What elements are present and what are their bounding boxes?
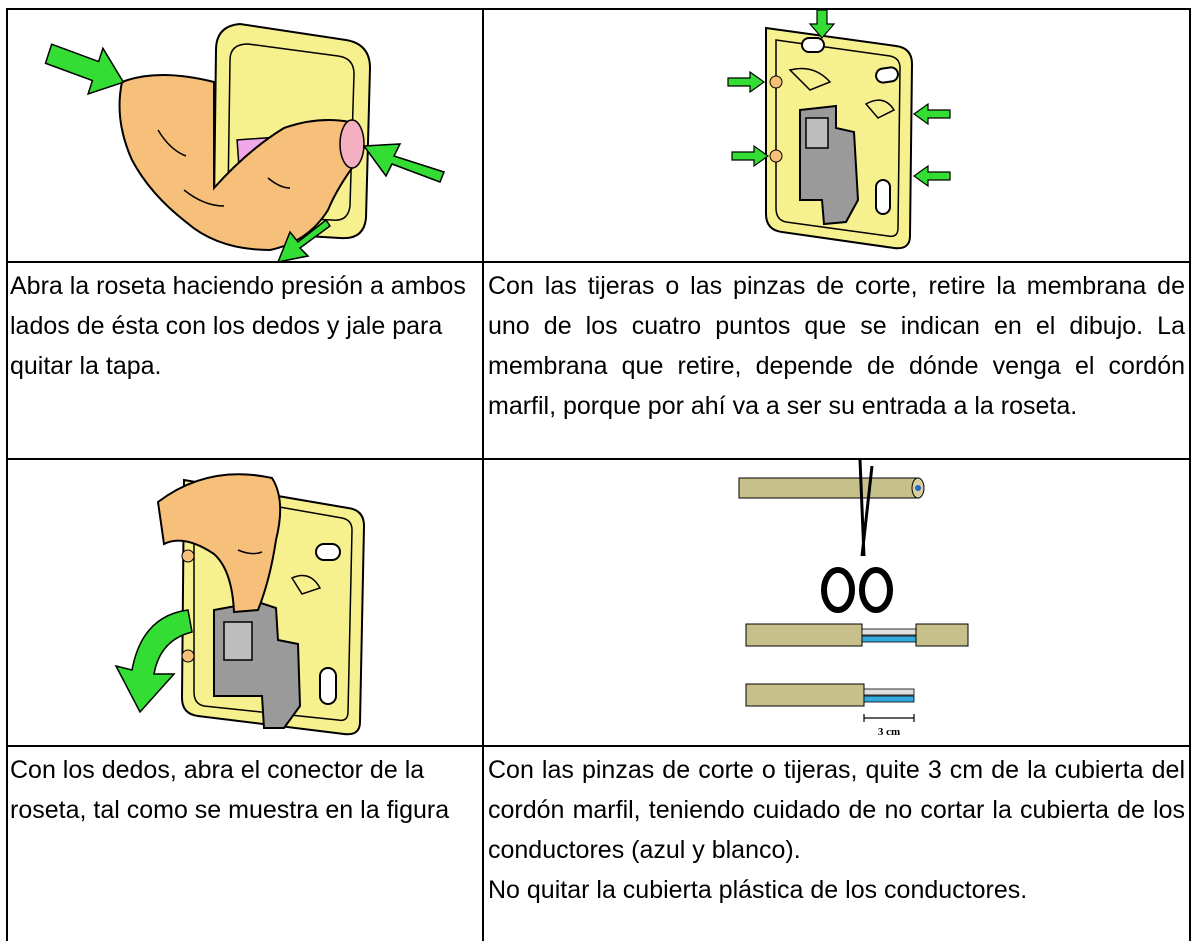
step-1-text: Abra la roseta haciendo presión a ambos … [10,272,466,380]
arrow-left-in [44,43,125,96]
table-row-divider [6,458,1191,460]
illustration-open-cover [8,10,482,264]
illustration-cable-stripping: 3 cm [484,459,1189,745]
step-4-text-block: Con las pinzas de corte o tijeras, quite… [488,746,1185,910]
cable-stripping-image [738,459,969,722]
step-4-note: No quitar la cubierta plástica de los co… [488,876,1028,904]
roseta-open-connector-image [114,473,366,736]
step-4-text: Con las pinzas de corte o tijeras, quite… [488,756,1185,864]
illustration-membranes [484,9,1189,261]
arrow-right-in [362,143,445,183]
table-row-divider [6,261,1191,263]
measure-bracket [863,714,915,722]
measure-label: 3 cm [877,726,901,738]
arrow-down-out [276,218,332,264]
step-2-text: Con las tijeras o las pinzas de corte, r… [488,272,1185,420]
table-border-left [6,8,8,941]
table-border-right [1189,8,1191,941]
roseta-membranes-image [727,9,951,250]
roseta-open-cover-image [44,22,445,264]
illustration-open-connector [8,460,482,745]
table-border-top [6,8,1191,10]
table-row-divider [6,745,1191,747]
step-3-text: Con los dedos, abra el conector de la ro… [10,756,450,824]
table-column-divider [482,8,484,941]
